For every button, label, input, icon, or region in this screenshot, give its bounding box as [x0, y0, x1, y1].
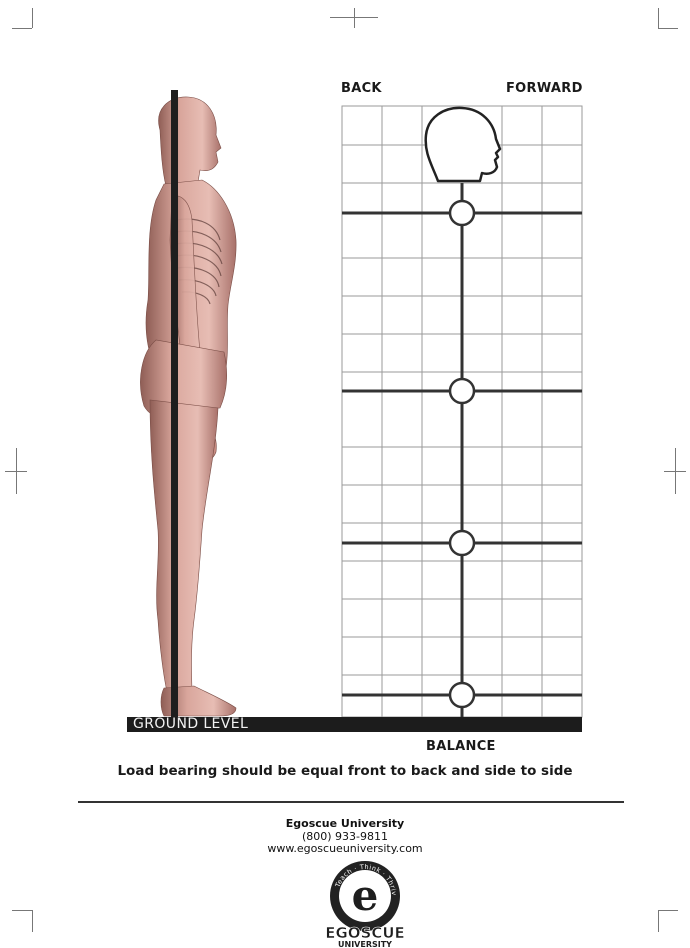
logo-subtitle: UNIVERSITY: [338, 940, 392, 948]
forward-label: FORWARD: [506, 81, 583, 96]
crop-mark: [354, 8, 355, 28]
crop-mark: [658, 8, 659, 28]
back-label: BACK: [341, 81, 382, 96]
plumb-line: [171, 90, 178, 718]
crop-mark: [16, 448, 17, 494]
contact-block: Egoscue University (800) 933-9811 www.eg…: [0, 818, 690, 856]
crop-mark: [32, 8, 33, 28]
crop-mark: [12, 28, 32, 29]
hip-joint-marker: [450, 379, 474, 403]
crop-mark: [658, 910, 659, 932]
divider-rule: [78, 801, 624, 803]
crop-mark: [32, 910, 33, 932]
figure-leg: [150, 400, 218, 696]
caption-text: Load bearing should be equal front to ba…: [0, 763, 690, 779]
figure-head: [159, 97, 221, 186]
organization-name: Egoscue University: [0, 818, 690, 831]
anatomy-figure: [120, 90, 250, 720]
balance-label: BALANCE: [426, 739, 496, 754]
crop-mark: [12, 910, 32, 911]
head-silhouette-icon: [426, 108, 500, 181]
ground-level-label: GROUND LEVEL: [133, 716, 248, 732]
website-link: www.egoscueuniversity.com: [0, 843, 690, 856]
ankle-joint-marker: [450, 683, 474, 707]
crop-mark: [658, 910, 678, 911]
logo-letter: e: [352, 871, 379, 920]
crop-mark: [675, 448, 676, 494]
shoulder-joint-marker: [450, 201, 474, 225]
knee-joint-marker: [450, 531, 474, 555]
crop-mark: [658, 28, 678, 29]
alignment-grid: [340, 105, 585, 720]
